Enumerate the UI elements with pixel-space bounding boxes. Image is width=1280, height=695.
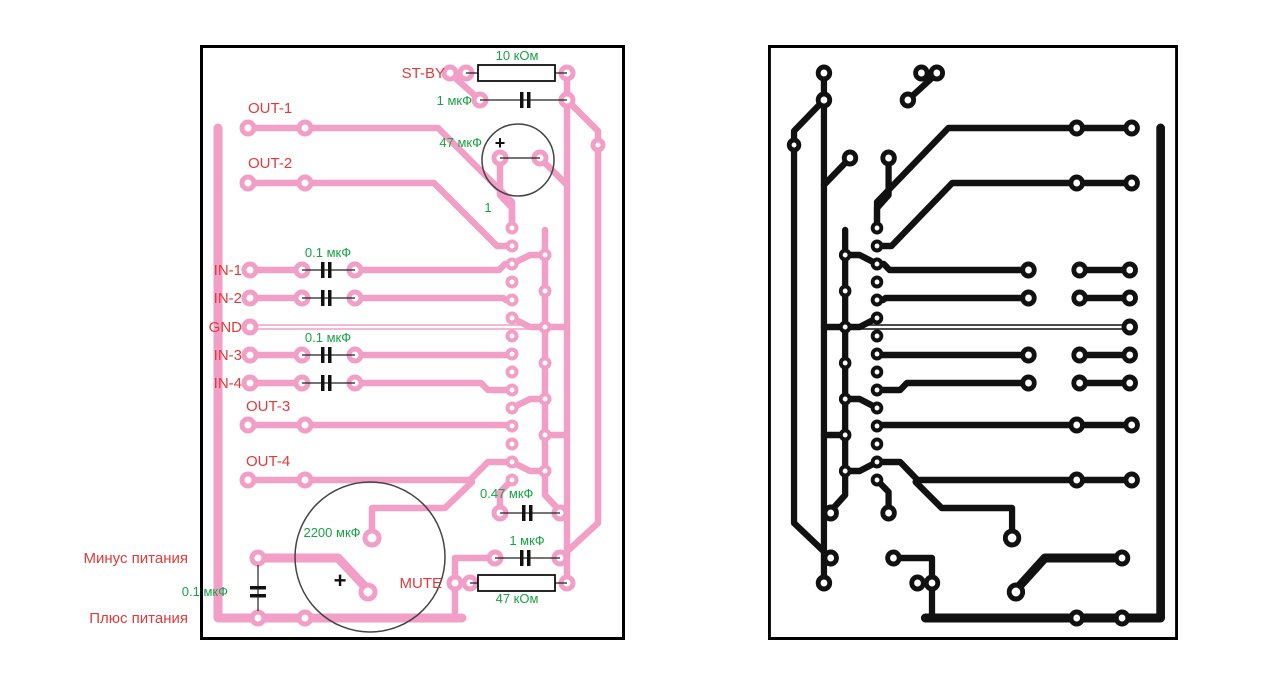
label-cap-2200uf: 2200 мкФ xyxy=(303,525,360,540)
label-in-1: IN-1 xyxy=(214,262,242,279)
left-board-overlay: ST-BY OUT-1 OUT-2 IN-1 IN-2 GND IN-3 IN-… xyxy=(84,48,567,633)
polarity-plus-47uf: + xyxy=(495,133,506,153)
label-cap-1uf-top: 1 мкФ xyxy=(437,93,472,108)
label-minus-power: Минус питания xyxy=(84,550,189,567)
label-plus-power: Плюс питания xyxy=(89,610,188,627)
label-cap-01uf-in34: 0.1 мкФ xyxy=(305,330,351,345)
label-resistor-47k: 47 кОм xyxy=(496,591,539,606)
resistor-47k-body xyxy=(477,574,556,592)
label-cap-01uf-power: 0.1 мкФ xyxy=(182,584,228,599)
label-out-4: OUT-4 xyxy=(246,453,290,470)
label-out-2: OUT-2 xyxy=(248,155,292,172)
label-in-3: IN-3 xyxy=(214,347,242,364)
polarity-plus-2200uf: + xyxy=(334,568,347,593)
electrolytic-cap-2200uf-outline xyxy=(294,481,446,633)
label-cap-047uf: 0.47 мкФ xyxy=(480,486,534,501)
label-resistor-10k: 10 кОм xyxy=(496,48,539,63)
label-out-3: OUT-3 xyxy=(246,398,290,415)
label-in-4: IN-4 xyxy=(214,375,242,392)
label-out-1: OUT-1 xyxy=(248,100,292,117)
label-cap-01uf-in12: 0.1 мкФ xyxy=(305,245,351,260)
right-board-copper-mirrored xyxy=(769,47,1176,639)
electrolytic-cap-47uf-outline xyxy=(481,123,555,197)
label-cap-47uf: 47 мкФ xyxy=(439,135,482,150)
label-ic-pin-1: 1 xyxy=(484,200,491,215)
label-in-2: IN-2 xyxy=(214,290,242,307)
label-mute: MUTE xyxy=(400,575,443,592)
label-gnd: GND xyxy=(209,319,243,336)
capacitor-symbols xyxy=(250,92,533,598)
label-st-by: ST-BY xyxy=(402,65,445,82)
resistor-10k-body xyxy=(477,64,556,82)
label-cap-1uf-bottom: 1 мкФ xyxy=(509,533,544,548)
left-board-copper xyxy=(202,47,624,639)
